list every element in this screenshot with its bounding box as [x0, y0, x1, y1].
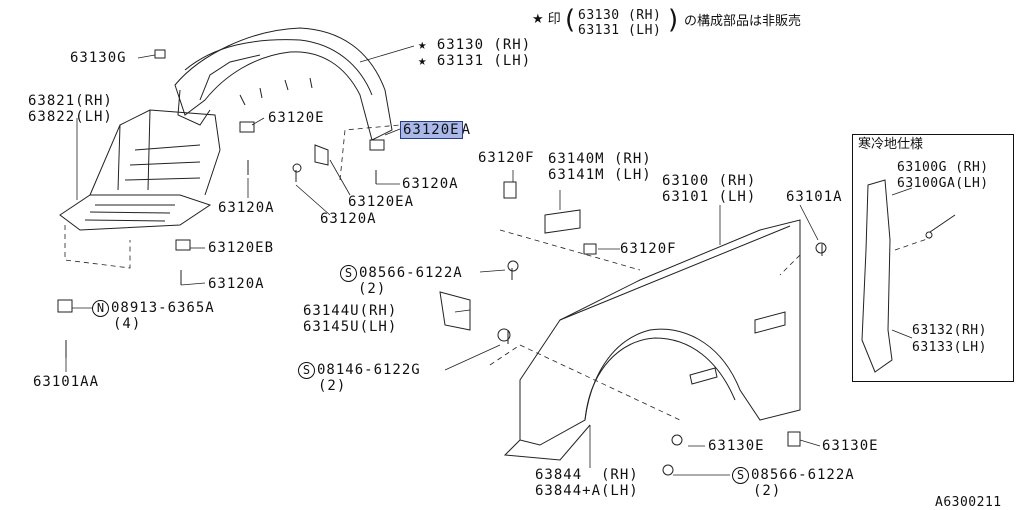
part-63120EB[interactable]: 63120EB: [208, 240, 275, 256]
screw-s-symbol-3: S: [732, 467, 749, 484]
part-63120F-2[interactable]: 63120F: [620, 241, 677, 257]
part-63130-rh[interactable]: ★ 63130 (RH): [418, 37, 532, 53]
part-63101AA[interactable]: 63101AA: [33, 374, 100, 390]
part-08566-number-1[interactable]: 08566-6122A: [359, 265, 463, 281]
part-63144U-rh[interactable]: 63144U(RH): [303, 303, 398, 319]
screw-s-symbol-1: S: [340, 265, 357, 282]
fender-liner-drawing: [174, 27, 393, 141]
part-63120E[interactable]: 63120E: [268, 110, 325, 126]
note-star: ★: [532, 12, 544, 27]
part-63100G[interactable]: 63100G (RH): [897, 160, 989, 175]
part-63100-rh[interactable]: 63100 (RH): [662, 173, 757, 189]
part-63100GA[interactable]: 63100GA(LH): [897, 176, 989, 191]
part-63120A-2[interactable]: 63120A: [402, 176, 459, 192]
fasteners-drawing: [57, 49, 827, 476]
part-63120A-3[interactable]: 63120A: [320, 211, 377, 227]
part-63822-lh[interactable]: 63822(LH): [28, 109, 113, 125]
screw-s-symbol-2: S: [298, 362, 315, 379]
part-63120A-4[interactable]: 63120A: [208, 276, 265, 292]
part-08913-qty: (4): [113, 316, 142, 332]
cold-spec-box: [852, 134, 1014, 382]
note-prefix: 印: [547, 12, 561, 27]
part-63132[interactable]: 63132(RH): [912, 323, 987, 338]
part-63140M-rh[interactable]: 63140M (RH): [548, 151, 652, 167]
part-08566-number-2[interactable]: 08566-6122A: [751, 467, 855, 483]
note-open-paren: (: [565, 5, 576, 35]
leader-lines: [65, 45, 913, 476]
part-63133[interactable]: 63133(LH): [912, 340, 987, 355]
part-08146-number[interactable]: 08146-6122G: [317, 362, 421, 378]
part-63844-rh[interactable]: 63844 (RH): [535, 467, 639, 483]
diagram-id: A6300211: [935, 495, 1002, 510]
note-suffix: の構成部品は非販売: [684, 14, 802, 29]
part-63821-rh[interactable]: 63821(RH): [28, 93, 113, 109]
cold-spec-title: 寒冷地仕様: [858, 137, 924, 152]
part-08566-qty-1: (2): [358, 281, 387, 297]
part-08566-qty-2: (2): [753, 483, 782, 499]
part-63130G[interactable]: 63130G: [70, 50, 127, 66]
nut-n-symbol: N: [92, 300, 109, 317]
part-63120A-1[interactable]: 63120A: [218, 200, 275, 216]
part-63130E-2[interactable]: 63130E: [822, 438, 879, 454]
part-63120EA[interactable]: 63120EA: [348, 194, 415, 210]
part-63131-lh[interactable]: ★ 63131 (LH): [418, 53, 532, 69]
note-line1: 63130 (RH): [578, 8, 662, 23]
part-63844A-lh[interactable]: 63844+A(LH): [535, 483, 639, 499]
part-63141M-lh[interactable]: 63141M (LH): [548, 167, 652, 183]
note-star-prefix: ★ 印: [532, 12, 561, 28]
part-63120F-1[interactable]: 63120F: [478, 150, 535, 166]
highlighted-part-suffix: A: [461, 122, 472, 138]
front-fender-drawing: [503, 219, 801, 461]
part-63130E-1[interactable]: 63130E: [708, 438, 765, 454]
note-line2: 63131 (LH): [578, 23, 662, 38]
part-08146-qty: (2): [318, 378, 347, 394]
note-close-paren: ): [668, 5, 679, 35]
highlighted-part-number[interactable]: 63120E: [400, 121, 463, 139]
splash-shield-drawing: [59, 109, 221, 231]
dashed-guides: [64, 124, 931, 421]
part-08913-number[interactable]: 08913-6365A: [111, 300, 215, 316]
part-63101A[interactable]: 63101A: [786, 189, 843, 205]
part-63145U-lh[interactable]: 63145U(LH): [303, 319, 398, 335]
part-63101-lh[interactable]: 63101 (LH): [662, 189, 757, 205]
